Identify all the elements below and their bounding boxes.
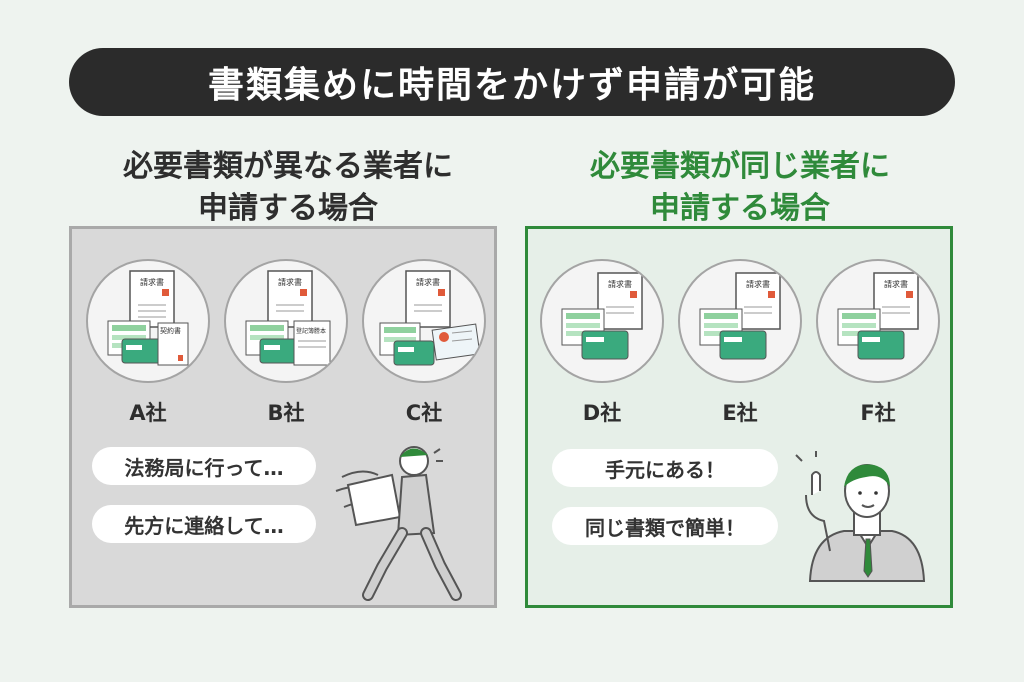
company-c: 請求書 C社 — [362, 259, 486, 427]
left-heading-line2: 申請する場合 — [198, 191, 378, 226]
page-title: 書類集めに時間をかけず申請が可能 — [207, 65, 816, 106]
thought-bubble: 法務局に行って… — [92, 447, 316, 485]
right-heading-line2: 申請する場合 — [650, 191, 830, 226]
company-name: D社 — [582, 401, 622, 425]
running-person-illustration — [335, 446, 462, 601]
company-d: 請求書 D社 — [540, 259, 664, 427]
invoice-label: 請求書 — [278, 277, 302, 287]
contract-label: 契約書 — [160, 326, 181, 335]
document-set-icon: 請求書 — [699, 272, 781, 360]
documents-circle: 請求書 — [816, 259, 940, 383]
registry-label: 登記簿謄本 — [296, 327, 326, 335]
document-set-icon: 請求書 — [837, 272, 919, 360]
right-panel: 請求書 D社 請求書 E社 — [525, 226, 953, 608]
left-heading: 必要書類が異なる業者に 申請する場合 — [68, 146, 508, 230]
speech-bubble: 手元にある！ — [552, 449, 778, 487]
documents-circle: 請求書 — [678, 259, 802, 383]
documents-circle: 請求書 — [362, 259, 486, 383]
documents-circle: 請求書 — [540, 259, 664, 383]
company-e: 請求書 E社 — [678, 259, 802, 427]
documents-circle: 請求書 登記簿謄本 — [224, 259, 348, 383]
page-title-banner: 書類集めに時間をかけず申請が可能 — [69, 48, 955, 116]
documents-circle: 請求書 契約書 — [86, 259, 210, 383]
right-heading: 必要書類が同じ業者に 申請する場合 — [520, 146, 960, 230]
document-set-icon: 請求書 契約書 — [107, 270, 189, 366]
right-heading-line1: 必要書類が同じ業者に — [590, 149, 890, 184]
left-heading-line1: 必要書類が異なる業者に — [123, 149, 453, 184]
company-b: 請求書 登記簿謄本 B社 — [224, 259, 348, 427]
company-name: E社 — [722, 401, 758, 425]
invoice-label: 請求書 — [884, 279, 908, 289]
company-name: C社 — [405, 401, 443, 425]
company-name: A社 — [129, 401, 167, 425]
document-set-icon: 請求書 — [561, 272, 643, 360]
speech-bubble: 同じ書類で簡単！ — [552, 507, 778, 545]
document-set-icon: 請求書 登記簿謄本 — [245, 270, 331, 366]
invoice-label: 請求書 — [746, 279, 770, 289]
left-panel: 請求書 契約書 A社 請求書 — [69, 226, 497, 608]
invoice-label: 請求書 — [416, 277, 440, 287]
document-set-icon: 請求書 — [379, 270, 481, 366]
company-name: B社 — [267, 401, 305, 425]
company-a: 請求書 契約書 A社 — [86, 259, 210, 427]
company-name: F社 — [860, 401, 896, 425]
invoice-label: 請求書 — [140, 277, 164, 287]
invoice-label: 請求書 — [608, 279, 632, 289]
thought-bubble: 先方に連絡して… — [92, 505, 316, 543]
confident-businessman-illustration — [795, 451, 926, 582]
company-f: 請求書 F社 — [816, 259, 940, 427]
